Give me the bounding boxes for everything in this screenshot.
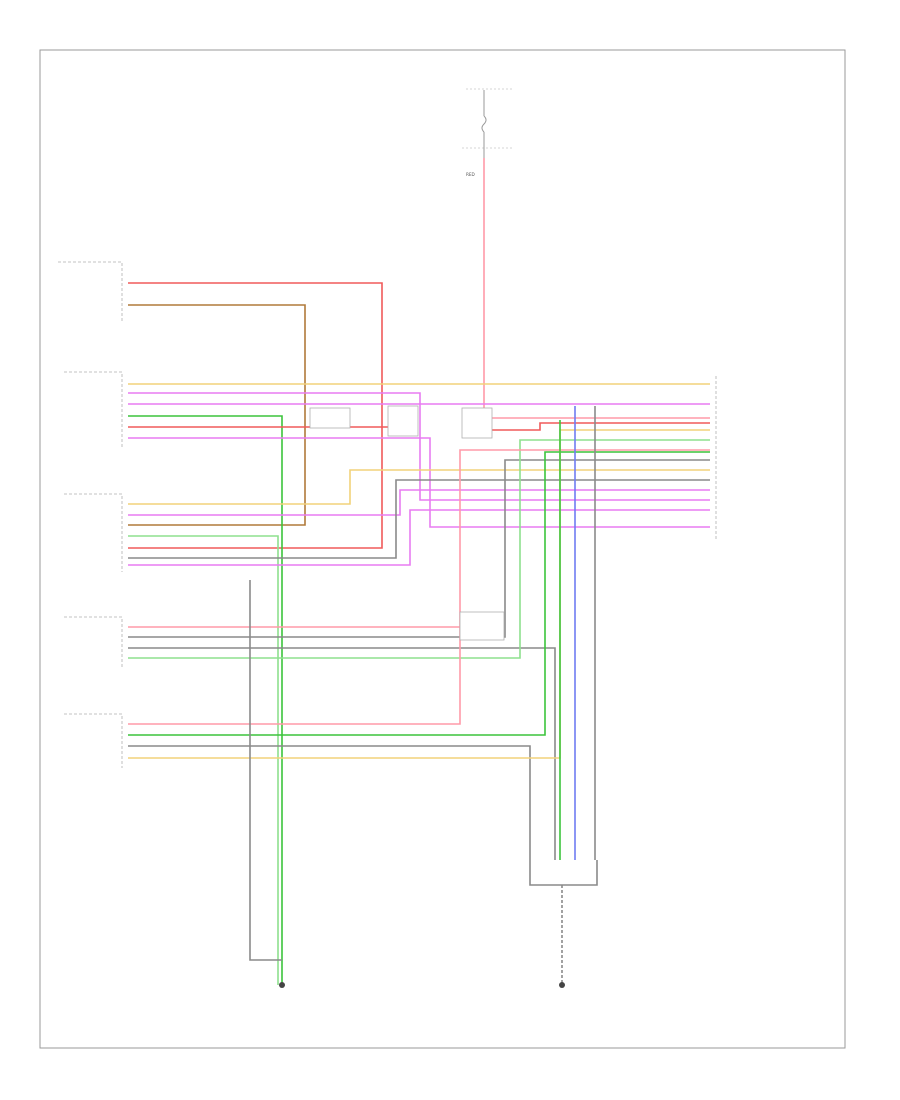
wires — [128, 158, 710, 985]
wire-ph-6 — [128, 509, 710, 566]
wire-ph-4 — [128, 535, 279, 985]
component-driver-heater-switch — [64, 371, 123, 448]
wire-dh-6 — [128, 437, 710, 528]
ground-right — [559, 982, 565, 988]
wire-ground-left — [249, 580, 282, 961]
diagram-frame — [39, 49, 846, 1049]
splice-box — [461, 407, 493, 439]
wire-ph-1 — [128, 469, 710, 505]
wire-lumbar-2 — [128, 304, 306, 526]
splice-box — [387, 405, 419, 437]
wire-ground-right — [529, 860, 598, 886]
component-lumbar — [58, 261, 123, 322]
wire-pc-3 — [128, 745, 531, 860]
component-passenger-heater-switch — [64, 493, 123, 572]
fuse-block: RED — [462, 88, 512, 177]
wire-dc-3 — [128, 647, 556, 860]
wire-dh-2 — [128, 392, 710, 501]
wire-ph-5 — [128, 479, 710, 559]
component-passenger-cushion-heater — [64, 713, 123, 768]
wire-ph-2 — [128, 489, 710, 516]
ground-point-icon — [559, 982, 565, 988]
splice-box — [309, 407, 351, 429]
wire-dc-2 — [128, 459, 710, 638]
ground-left — [279, 982, 285, 988]
fuse-wire-label: RED — [466, 172, 475, 177]
wire-pc-2 — [128, 451, 710, 736]
wire-power-feed — [483, 158, 710, 419]
fuse-symbol — [481, 115, 487, 133]
splice-box — [459, 611, 505, 641]
component-driver-cushion-heater — [64, 616, 123, 668]
wire-lumbar-1 — [128, 282, 383, 549]
wire-dc-4 — [128, 439, 710, 659]
wire-dh-4 — [128, 415, 283, 985]
wire-pc-1 — [128, 449, 710, 725]
wire-power-feed-branch — [484, 422, 710, 431]
ground-point-icon — [279, 982, 285, 988]
